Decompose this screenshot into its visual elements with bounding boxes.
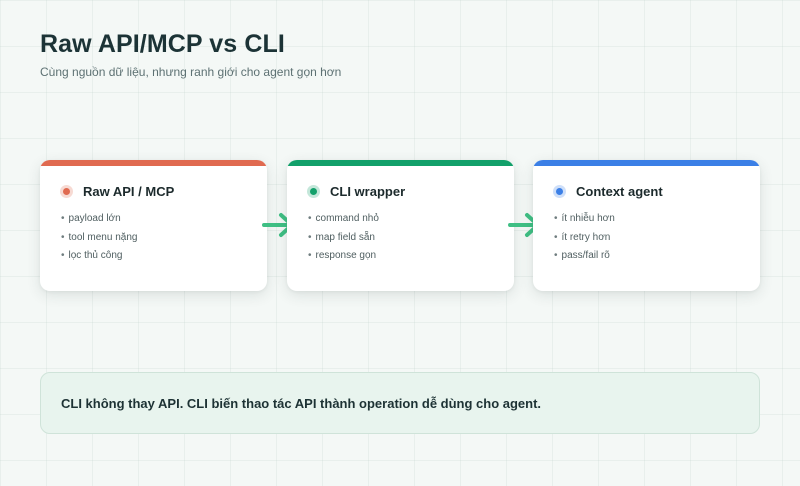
card-accent-bar: [533, 160, 760, 166]
page-title: Raw API/MCP vs CLI: [40, 30, 285, 58]
list-item: ít retry hơn: [554, 229, 615, 248]
list-item: payload lớn: [61, 210, 137, 229]
card-bullet-list: ít nhiễu hơn ít retry hơn pass/fail rõ: [554, 210, 615, 266]
list-item: lọc thủ công: [61, 247, 137, 266]
list-item: pass/fail rõ: [554, 247, 615, 266]
card-context-agent: Context agent ít nhiễu hơn ít retry hơn …: [533, 160, 760, 291]
status-dot-icon: [307, 185, 320, 198]
card-title: CLI wrapper: [330, 184, 406, 199]
summary-note: CLI không thay API. CLI biến thao tác AP…: [40, 372, 760, 434]
card-cli-wrapper: CLI wrapper command nhỏ map field sẵn re…: [287, 160, 514, 291]
card-bullet-list: payload lớn tool menu nặng lọc thủ công: [61, 210, 138, 266]
page-subtitle: Cùng nguồn dữ liệu, nhưng ranh giới cho …: [40, 65, 342, 79]
card-title: Raw API / MCP: [83, 184, 175, 199]
status-dot-icon: [553, 185, 566, 198]
card-accent-bar: [40, 160, 267, 166]
list-item: tool menu nặng: [61, 229, 138, 248]
card-accent-bar: [287, 160, 514, 166]
card-bullet-list: command nhỏ map field sẵn response gọn: [308, 210, 379, 266]
list-item: response gọn: [308, 247, 379, 266]
card-title: Context agent: [576, 184, 663, 199]
list-item: command nhỏ: [308, 210, 379, 229]
card-raw-api: Raw API / MCP payload lớn tool menu nặng…: [40, 160, 267, 291]
list-item: map field sẵn: [308, 229, 379, 248]
list-item: ít nhiễu hơn: [554, 210, 615, 229]
status-dot-icon: [60, 185, 73, 198]
